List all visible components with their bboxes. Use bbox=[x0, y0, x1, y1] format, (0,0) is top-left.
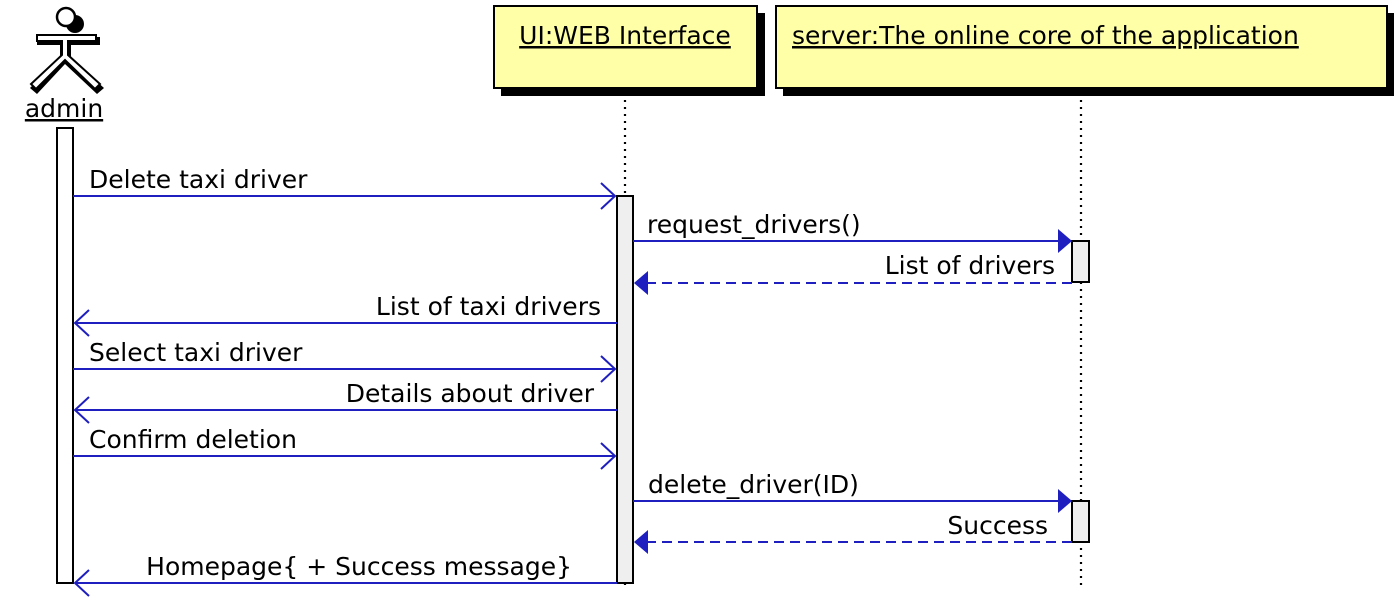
server-activation-bar bbox=[1071, 240, 1090, 283]
message-confirm-deletion: Confirm deletion bbox=[73, 425, 617, 470]
message-delete-taxi-driver: Delete taxi driver bbox=[73, 165, 617, 210]
message-label: List of drivers bbox=[885, 251, 1055, 280]
message-success: Success bbox=[634, 511, 1072, 554]
message-request-drivers: request_drivers() bbox=[633, 210, 1072, 253]
participant-server-label: server:The online core of the applicatio… bbox=[792, 21, 1299, 50]
message-delete-driver: delete_driver(ID) bbox=[633, 470, 1072, 513]
admin-activation-bar bbox=[56, 127, 74, 584]
message-label: Confirm deletion bbox=[89, 425, 297, 454]
filled-arrowhead-icon bbox=[634, 530, 648, 554]
filled-arrowhead-icon bbox=[1058, 489, 1072, 513]
participant-ui-label: UI:WEB Interface bbox=[519, 21, 731, 50]
message-homepage-success: Homepage{ + Success message} bbox=[73, 552, 617, 597]
message-label: List of taxi drivers bbox=[376, 292, 601, 321]
filled-arrowhead-icon bbox=[1058, 229, 1072, 253]
message-label: Details about driver bbox=[346, 379, 595, 408]
message-label: Delete taxi driver bbox=[89, 165, 308, 194]
server-activation-bar bbox=[1071, 500, 1090, 543]
message-label: request_drivers() bbox=[647, 210, 861, 239]
message-list-of-drivers: List of drivers bbox=[634, 251, 1072, 295]
open-arrowhead-icon bbox=[73, 396, 90, 424]
open-arrowhead-icon bbox=[73, 569, 90, 597]
message-list-of-taxi-drivers: List of taxi drivers bbox=[73, 292, 617, 337]
participant-server: server:The online core of the applicatio… bbox=[775, 5, 1394, 96]
open-arrowhead-icon bbox=[600, 182, 617, 210]
message-label: delete_driver(ID) bbox=[648, 470, 859, 499]
open-arrowhead-icon bbox=[600, 355, 617, 383]
open-arrowhead-icon bbox=[73, 309, 90, 337]
open-arrowhead-icon bbox=[600, 442, 617, 470]
participant-ui: UI:WEB Interface bbox=[493, 5, 765, 96]
actor-admin-label: admin bbox=[25, 94, 103, 123]
stick-figure-actor-icon bbox=[29, 6, 104, 94]
message-label: Success bbox=[947, 511, 1048, 540]
ui-activation-bar bbox=[616, 195, 634, 584]
message-details-about-driver: Details about driver bbox=[73, 379, 617, 424]
message-select-taxi-driver: Select taxi driver bbox=[73, 338, 617, 383]
actor-admin: admin bbox=[25, 6, 104, 123]
message-label: Homepage{ + Success message} bbox=[146, 552, 572, 581]
filled-arrowhead-icon bbox=[634, 271, 648, 295]
message-label: Select taxi driver bbox=[89, 338, 303, 367]
